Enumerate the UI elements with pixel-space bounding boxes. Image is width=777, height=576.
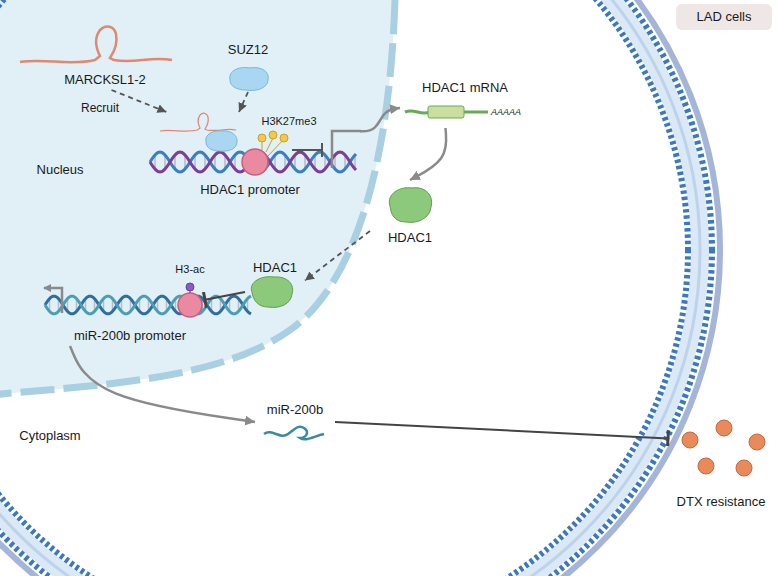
acetyl-link xyxy=(190,291,191,293)
drug-particle xyxy=(749,434,765,450)
node-text: LAD cells xyxy=(697,9,752,25)
suz12-protein xyxy=(230,68,269,91)
promoter-node: HDAC1 promoter xyxy=(140,112,360,200)
dna-strand xyxy=(45,296,251,314)
membrane-core xyxy=(0,0,700,576)
drug-node: DTX resistance xyxy=(668,420,774,512)
arrow-connector xyxy=(239,92,248,112)
connectors xyxy=(70,90,668,438)
membrane-midline xyxy=(0,0,700,576)
edge-label: Recruit xyxy=(79,101,121,115)
acetyl-mark xyxy=(186,283,194,291)
node-text: DTX resistance xyxy=(677,494,766,510)
region-label: Cytoplasm xyxy=(19,428,80,444)
node-text: SUZ12 xyxy=(228,42,268,58)
dna-strand xyxy=(45,296,251,314)
inhibition-connector xyxy=(205,292,245,300)
mrna-node: HDAC1 mRNA xyxy=(400,78,530,128)
nucleosome xyxy=(178,293,202,317)
methyl-mark xyxy=(269,131,277,139)
mirna-strand xyxy=(264,427,324,440)
cell-type-tag: LAD cells xyxy=(676,4,772,30)
node-text: HDAC1 mRNA xyxy=(422,80,508,96)
methyl-mark xyxy=(280,134,288,142)
nuclear-envelope xyxy=(0,0,395,395)
node-text: miR-200b promoter xyxy=(74,328,186,344)
mirna-node: miR-200b xyxy=(255,400,335,444)
region-label: Nucleus xyxy=(37,162,84,178)
drug-particle xyxy=(716,420,732,436)
node-text: HDAC1 xyxy=(388,230,432,246)
lncrna-illustration xyxy=(20,27,172,63)
nucleosome xyxy=(242,149,268,175)
nucleus-region xyxy=(0,0,395,395)
protein-node: SUZ12 xyxy=(215,40,281,92)
bound-hdac1 xyxy=(251,277,292,308)
transcription-start xyxy=(44,288,62,313)
node-text: HDAC1 promoter xyxy=(200,182,300,198)
drug-particle xyxy=(682,432,698,448)
methyl-mark xyxy=(258,134,266,142)
node-text: MARCKSL1-2 xyxy=(64,72,146,88)
arrow-connector xyxy=(360,108,400,131)
histone-mark-label: H3K27me3 xyxy=(261,115,316,128)
arrow-connector xyxy=(410,128,446,180)
arrow-connector xyxy=(305,231,370,281)
hdac1-protein xyxy=(389,188,431,223)
membrane-shadow xyxy=(0,0,720,576)
node-text: HDAC1 xyxy=(253,260,297,276)
inhibition-connector xyxy=(335,422,668,438)
drug-particle xyxy=(698,458,714,474)
protein-node: HDAC1 xyxy=(370,180,450,248)
inhibition-line xyxy=(292,143,322,157)
polya-tail-label: AAAAA xyxy=(491,107,521,118)
bound-lncrna xyxy=(160,113,236,131)
protein-node: HDAC1 xyxy=(245,258,305,308)
bound-suz12 xyxy=(206,131,237,151)
transcription-start xyxy=(332,131,361,168)
histone-mark-label: H3-ac xyxy=(175,263,204,276)
coding-region xyxy=(428,106,464,118)
dna-helix xyxy=(45,296,251,314)
node-text: miR-200b xyxy=(267,402,323,418)
cell-membrane xyxy=(0,0,700,576)
lncrna-node: MARCKSL1-2 xyxy=(40,28,170,90)
arrow-connector xyxy=(70,346,255,422)
drug-particle xyxy=(736,460,752,476)
